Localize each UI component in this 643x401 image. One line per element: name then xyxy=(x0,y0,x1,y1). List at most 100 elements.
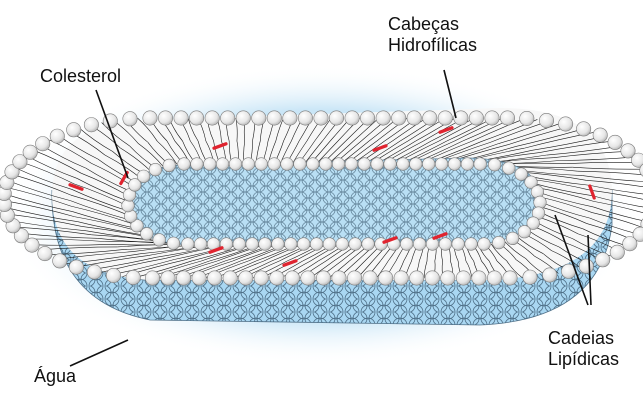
lipid-head xyxy=(539,113,553,127)
lipid-head xyxy=(485,111,499,125)
inner-aqueous-core xyxy=(128,158,540,245)
lipid-head xyxy=(394,271,408,285)
lipid-head xyxy=(236,111,250,125)
lipid-head xyxy=(176,271,190,285)
lipid-head xyxy=(153,234,166,247)
lipid-head xyxy=(285,271,299,285)
lipid-head xyxy=(438,111,452,125)
lipid-head xyxy=(384,158,397,171)
lipid-head xyxy=(472,271,486,285)
lipid-head xyxy=(506,232,519,245)
lipid-head xyxy=(87,265,101,279)
lipid-head xyxy=(208,271,222,285)
lipid-head xyxy=(268,158,281,171)
lipid-head xyxy=(363,271,377,285)
lipid-head xyxy=(332,158,345,171)
lipid-head xyxy=(478,238,491,251)
lipid-head xyxy=(362,238,375,251)
lipid-head xyxy=(358,158,371,171)
lipid-head xyxy=(469,111,483,125)
lipid-head xyxy=(608,135,622,149)
lipid-head xyxy=(239,271,253,285)
lipid-head xyxy=(631,153,643,167)
lipid-head xyxy=(229,158,242,171)
lipid-head xyxy=(413,238,426,251)
lipid-head xyxy=(192,271,206,285)
lipid-head xyxy=(379,271,393,285)
label-cholesterol: Colesterol xyxy=(40,66,121,87)
lipid-head xyxy=(456,271,470,285)
lipid-head xyxy=(314,111,328,125)
label-lipid-chains-line1: Cadeias xyxy=(548,328,619,349)
label-hydrophilic-heads: Cabeças Hidrofílicas xyxy=(388,14,477,56)
lipid-head xyxy=(205,111,219,125)
lipid-head xyxy=(576,122,590,136)
lipid-head xyxy=(465,238,478,251)
lipid-head xyxy=(400,238,413,251)
lipid-head xyxy=(191,158,204,171)
lipid-head xyxy=(523,270,537,284)
lipid-head xyxy=(407,111,421,125)
lipid-head xyxy=(204,158,217,171)
lipid-head xyxy=(376,111,390,125)
lipid-head xyxy=(158,111,172,125)
lipid-head xyxy=(375,238,388,251)
lipid-head xyxy=(503,162,516,175)
lipid-head xyxy=(143,111,157,125)
lipid-head xyxy=(435,158,448,171)
lipid-head xyxy=(53,254,67,268)
lipid-head xyxy=(149,163,162,176)
lipid-head xyxy=(558,117,572,131)
lipid-head xyxy=(283,111,297,125)
lipid-head xyxy=(461,158,474,171)
lipid-head xyxy=(360,111,374,125)
lipid-head xyxy=(38,246,52,260)
lipid-head xyxy=(163,159,176,172)
lipid-head xyxy=(316,271,330,285)
lipid-head xyxy=(520,111,534,125)
lipid-head xyxy=(452,238,465,251)
lipid-head xyxy=(254,271,268,285)
lipid-head xyxy=(221,111,235,125)
lipid-head xyxy=(161,271,175,285)
lipid-head xyxy=(623,237,637,251)
lipid-head xyxy=(448,158,461,171)
lipid-head xyxy=(500,111,514,125)
lipid-head xyxy=(252,111,266,125)
label-lipid-chains: Cadeias Lipídicas xyxy=(548,328,619,370)
label-lipid-chains-line2: Lipídicas xyxy=(548,349,619,370)
lipid-head xyxy=(345,158,358,171)
label-hydrophilic-heads-line1: Cabeças xyxy=(388,14,477,35)
lipid-head xyxy=(488,158,501,171)
lipid-head xyxy=(50,129,64,143)
lipid-head xyxy=(610,245,624,259)
lipid-head xyxy=(493,236,506,249)
lipid-head xyxy=(349,238,362,251)
lipid-head xyxy=(255,158,268,171)
lipid-head xyxy=(36,137,50,151)
lipid-head xyxy=(425,271,439,285)
lipid-head xyxy=(410,271,424,285)
lipid-head xyxy=(310,238,323,251)
lipid-head xyxy=(189,111,203,125)
lipid-head xyxy=(593,128,607,142)
lipid-head xyxy=(233,238,246,251)
lipid-head xyxy=(422,158,435,171)
lipid-head xyxy=(223,271,237,285)
lipid-head xyxy=(543,268,557,282)
label-water: Água xyxy=(34,366,76,387)
lipid-head xyxy=(285,238,298,251)
lipid-head xyxy=(137,170,150,183)
lipid-head xyxy=(332,271,346,285)
lipid-head xyxy=(423,111,437,125)
lipid-head xyxy=(126,270,140,284)
lipid-head xyxy=(123,112,137,126)
lipid-head xyxy=(281,158,294,171)
label-hydrophilic-heads-line2: Hidrofílicas xyxy=(388,35,477,56)
lipid-head xyxy=(67,123,81,137)
lipid-head xyxy=(426,238,439,251)
lipid-head xyxy=(145,271,159,285)
lipid-head xyxy=(323,238,336,251)
